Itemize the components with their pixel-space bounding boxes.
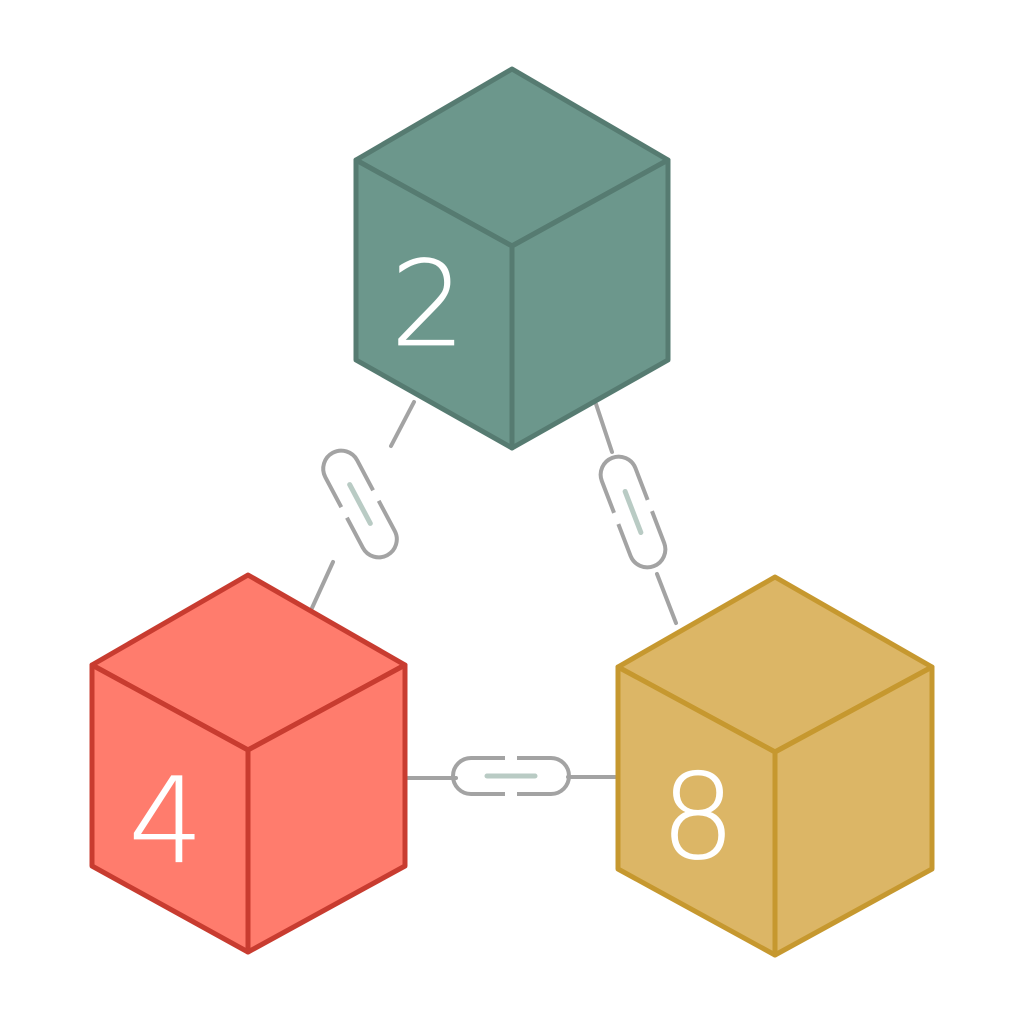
- cube-right: 8: [615, 574, 935, 958]
- chain-link-icon: [598, 454, 668, 570]
- cube-top: 2: [353, 66, 671, 451]
- chain-line-segment: [594, 402, 614, 454]
- connection-top-left: [310, 400, 416, 610]
- cube-right-face: [509, 157, 671, 451]
- chain-line-segment: [655, 572, 678, 625]
- cube-left: 4: [89, 572, 408, 955]
- chain-line-segment: [310, 560, 335, 610]
- cube-right-number: 8: [660, 748, 735, 886]
- chain-link-icon: [321, 448, 399, 560]
- connection-left-right: [406, 756, 617, 796]
- cube-right-face: [245, 662, 408, 955]
- cube-right-face: [772, 664, 935, 958]
- cube-top-number: 2: [390, 235, 465, 373]
- chain-link-icon: [451, 756, 571, 796]
- cube-left-number: 4: [128, 752, 203, 890]
- chain-line-segment: [389, 400, 416, 448]
- connection-top-right: [594, 402, 678, 625]
